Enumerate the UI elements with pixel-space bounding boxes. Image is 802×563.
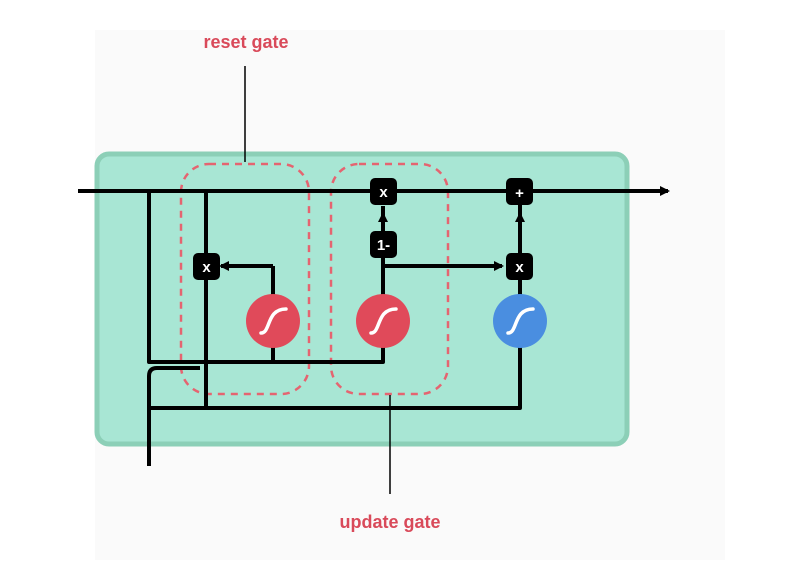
reset-multiply-op: x [193, 253, 220, 280]
one-minus-symbol: 1- [377, 237, 390, 254]
sigmoid-curve-icon [259, 307, 288, 335]
update-gate-label: update gate [339, 512, 440, 532]
reset-gate-label: reset gate [203, 32, 288, 52]
tanh-node [493, 294, 547, 348]
update-multiply-right-symbol: x [515, 259, 524, 276]
input-x-wire [147, 366, 200, 466]
input-to-tanh-wire [149, 346, 522, 410]
update-gate-region [329, 162, 450, 396]
add-op: + [506, 178, 533, 205]
gru-cell-box [94, 151, 630, 447]
tanh-curve-icon [506, 307, 535, 335]
update-multiply-right-op: x [506, 253, 533, 280]
hprev-to-update-sigmoid-wire [147, 191, 385, 364]
reset-multiply-symbol: x [202, 259, 211, 276]
one-minus-op: 1- [370, 231, 397, 258]
update-multiply-top-symbol: x [379, 184, 388, 201]
reset-sigmoid-node [246, 294, 300, 348]
reset-gate-region [179, 162, 311, 396]
update-multiply-top-op: x [370, 178, 397, 205]
add-symbol: + [515, 185, 524, 202]
update-sigmoid-node [356, 294, 410, 348]
sigmoid-curve-icon [369, 307, 398, 335]
